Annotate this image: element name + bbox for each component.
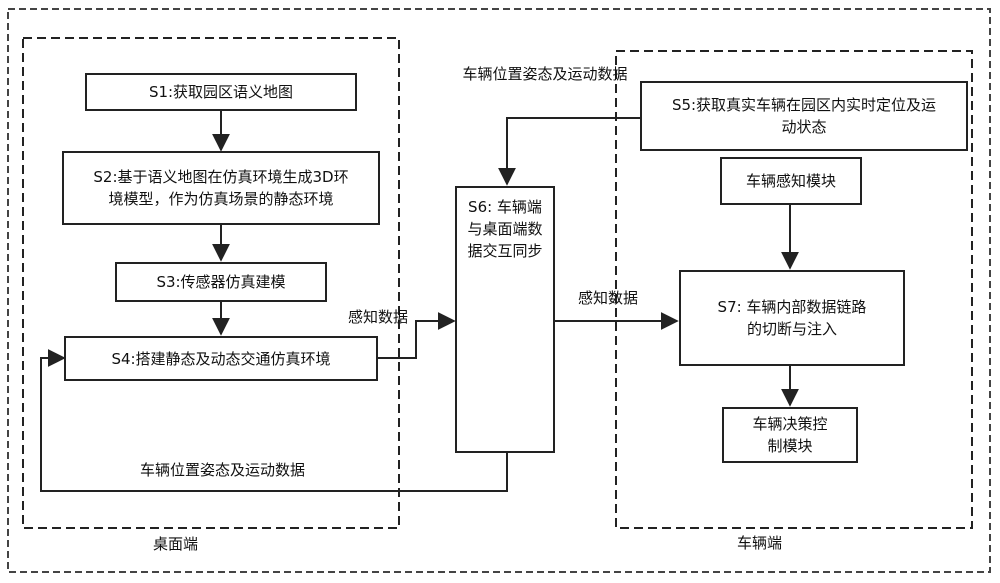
perception-module-label: 车辆感知模块 [745,172,836,190]
vehicle-region [615,50,973,529]
step-s3: S3:传感器仿真建模 [115,262,327,302]
arrow-s5-s6 [498,117,640,186]
step-s4-label: S4:搭建静态及动态交通仿真环境 [111,349,331,368]
edge-label-perception-right: 感知数据 [578,289,639,307]
outer-frame [7,8,991,573]
edge-label-pose-top: 车辆位置姿态及运动数据 [462,65,628,83]
perception-module: 车辆感知模块 [720,157,862,205]
desktop-region [22,37,400,529]
arrow-s4-s6 [378,312,456,359]
arrow-s6-s4 [40,349,508,492]
decision-module: 车辆决策控制模块 [722,407,858,463]
step-s6: S6: 车辆端与桌面端数据交互同步 [455,186,555,453]
step-s6-label: S6: 车辆端与桌面端数据交互同步 [467,198,543,260]
step-s4: S4:搭建静态及动态交通仿真环境 [64,336,378,381]
step-s7: S7: 车辆内部数据链路的切断与注入 [679,270,905,366]
step-s1-label: S1:获取园区语义地图 [148,83,294,101]
step-s1: S1:获取园区语义地图 [85,73,357,111]
step-s7-label: S7: 车辆内部数据链路的切断与注入 [717,298,867,338]
edge-label-perception-left: 感知数据 [348,308,409,326]
region-label-desktop: 桌面端 [153,535,199,553]
step-s2-label: S2:基于语义地图在仿真环境生成3D环境模型，作为仿真场景的静态环境 [93,168,349,208]
step-s5: S5:获取真实车辆在园区内实时定位及运动状态 [640,81,968,151]
step-s2: S2:基于语义地图在仿真环境生成3D环境模型，作为仿真场景的静态环境 [62,151,380,225]
decision-module-label: 车辆决策控制模块 [752,415,828,455]
step-s5-label: S5:获取真实车辆在园区内实时定位及运动状态 [671,96,937,136]
edge-label-pose-bottom: 车辆位置姿态及运动数据 [140,461,306,479]
region-label-vehicle: 车辆端 [737,534,783,552]
step-s3-label: S3:传感器仿真建模 [156,273,286,291]
